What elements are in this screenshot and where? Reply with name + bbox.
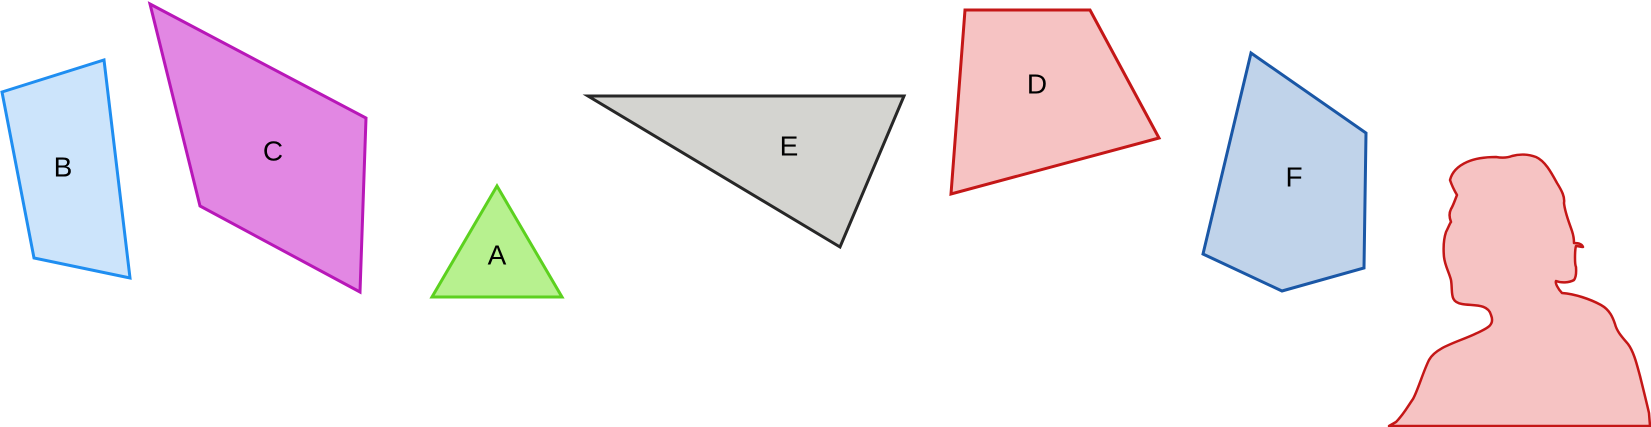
person-silhouette-path (1387, 153, 1651, 427)
shape-b: B (0, 58, 132, 280)
shape-a-label: A (488, 239, 507, 270)
shape-f-label: F (1285, 161, 1302, 192)
shape-c-label: C (263, 135, 283, 166)
shape-d-polygon (949, 8, 1162, 196)
shape-b-polygon (0, 58, 132, 280)
shape-e-polygon (582, 94, 907, 250)
shape-c-polygon (147, 1, 368, 295)
shape-d: D (949, 8, 1162, 196)
shape-e-label: E (780, 130, 799, 161)
shape-e: E (582, 94, 907, 250)
shape-f-polygon (1201, 50, 1368, 293)
shape-b-label: B (54, 151, 73, 182)
shape-a: A (429, 183, 565, 299)
shape-c: C (147, 1, 368, 295)
shape-f: F (1201, 50, 1368, 293)
shape-a-polygon (429, 183, 565, 299)
shape-d-label: D (1027, 68, 1047, 99)
person-silhouette (1387, 153, 1651, 427)
